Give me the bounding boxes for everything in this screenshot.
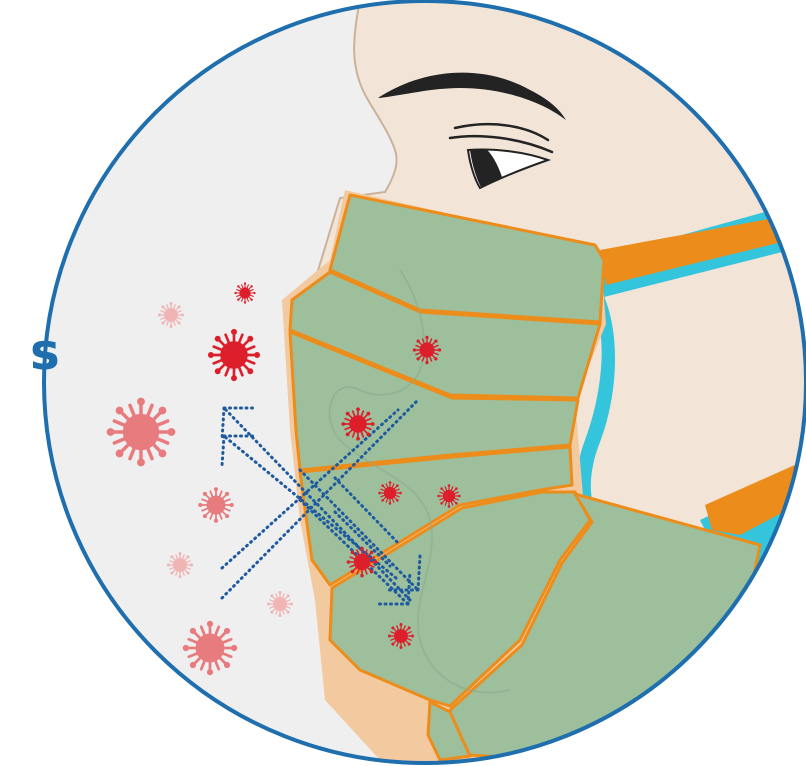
virus-icon — [267, 591, 293, 617]
virus-icon — [158, 302, 184, 328]
virus-icon — [378, 481, 401, 504]
virus-icon — [107, 398, 174, 465]
virus-icon — [208, 329, 259, 380]
virus-icon — [199, 488, 234, 523]
virus-icon — [347, 547, 377, 577]
caption-fragment: s — [30, 322, 60, 382]
virus-icon — [235, 283, 256, 304]
virus-icon — [167, 552, 193, 578]
virus-icon — [413, 336, 441, 364]
virus-icon — [437, 484, 460, 507]
virus-icon — [388, 623, 414, 649]
virus-icon — [183, 621, 236, 674]
virus-icon — [342, 408, 374, 440]
